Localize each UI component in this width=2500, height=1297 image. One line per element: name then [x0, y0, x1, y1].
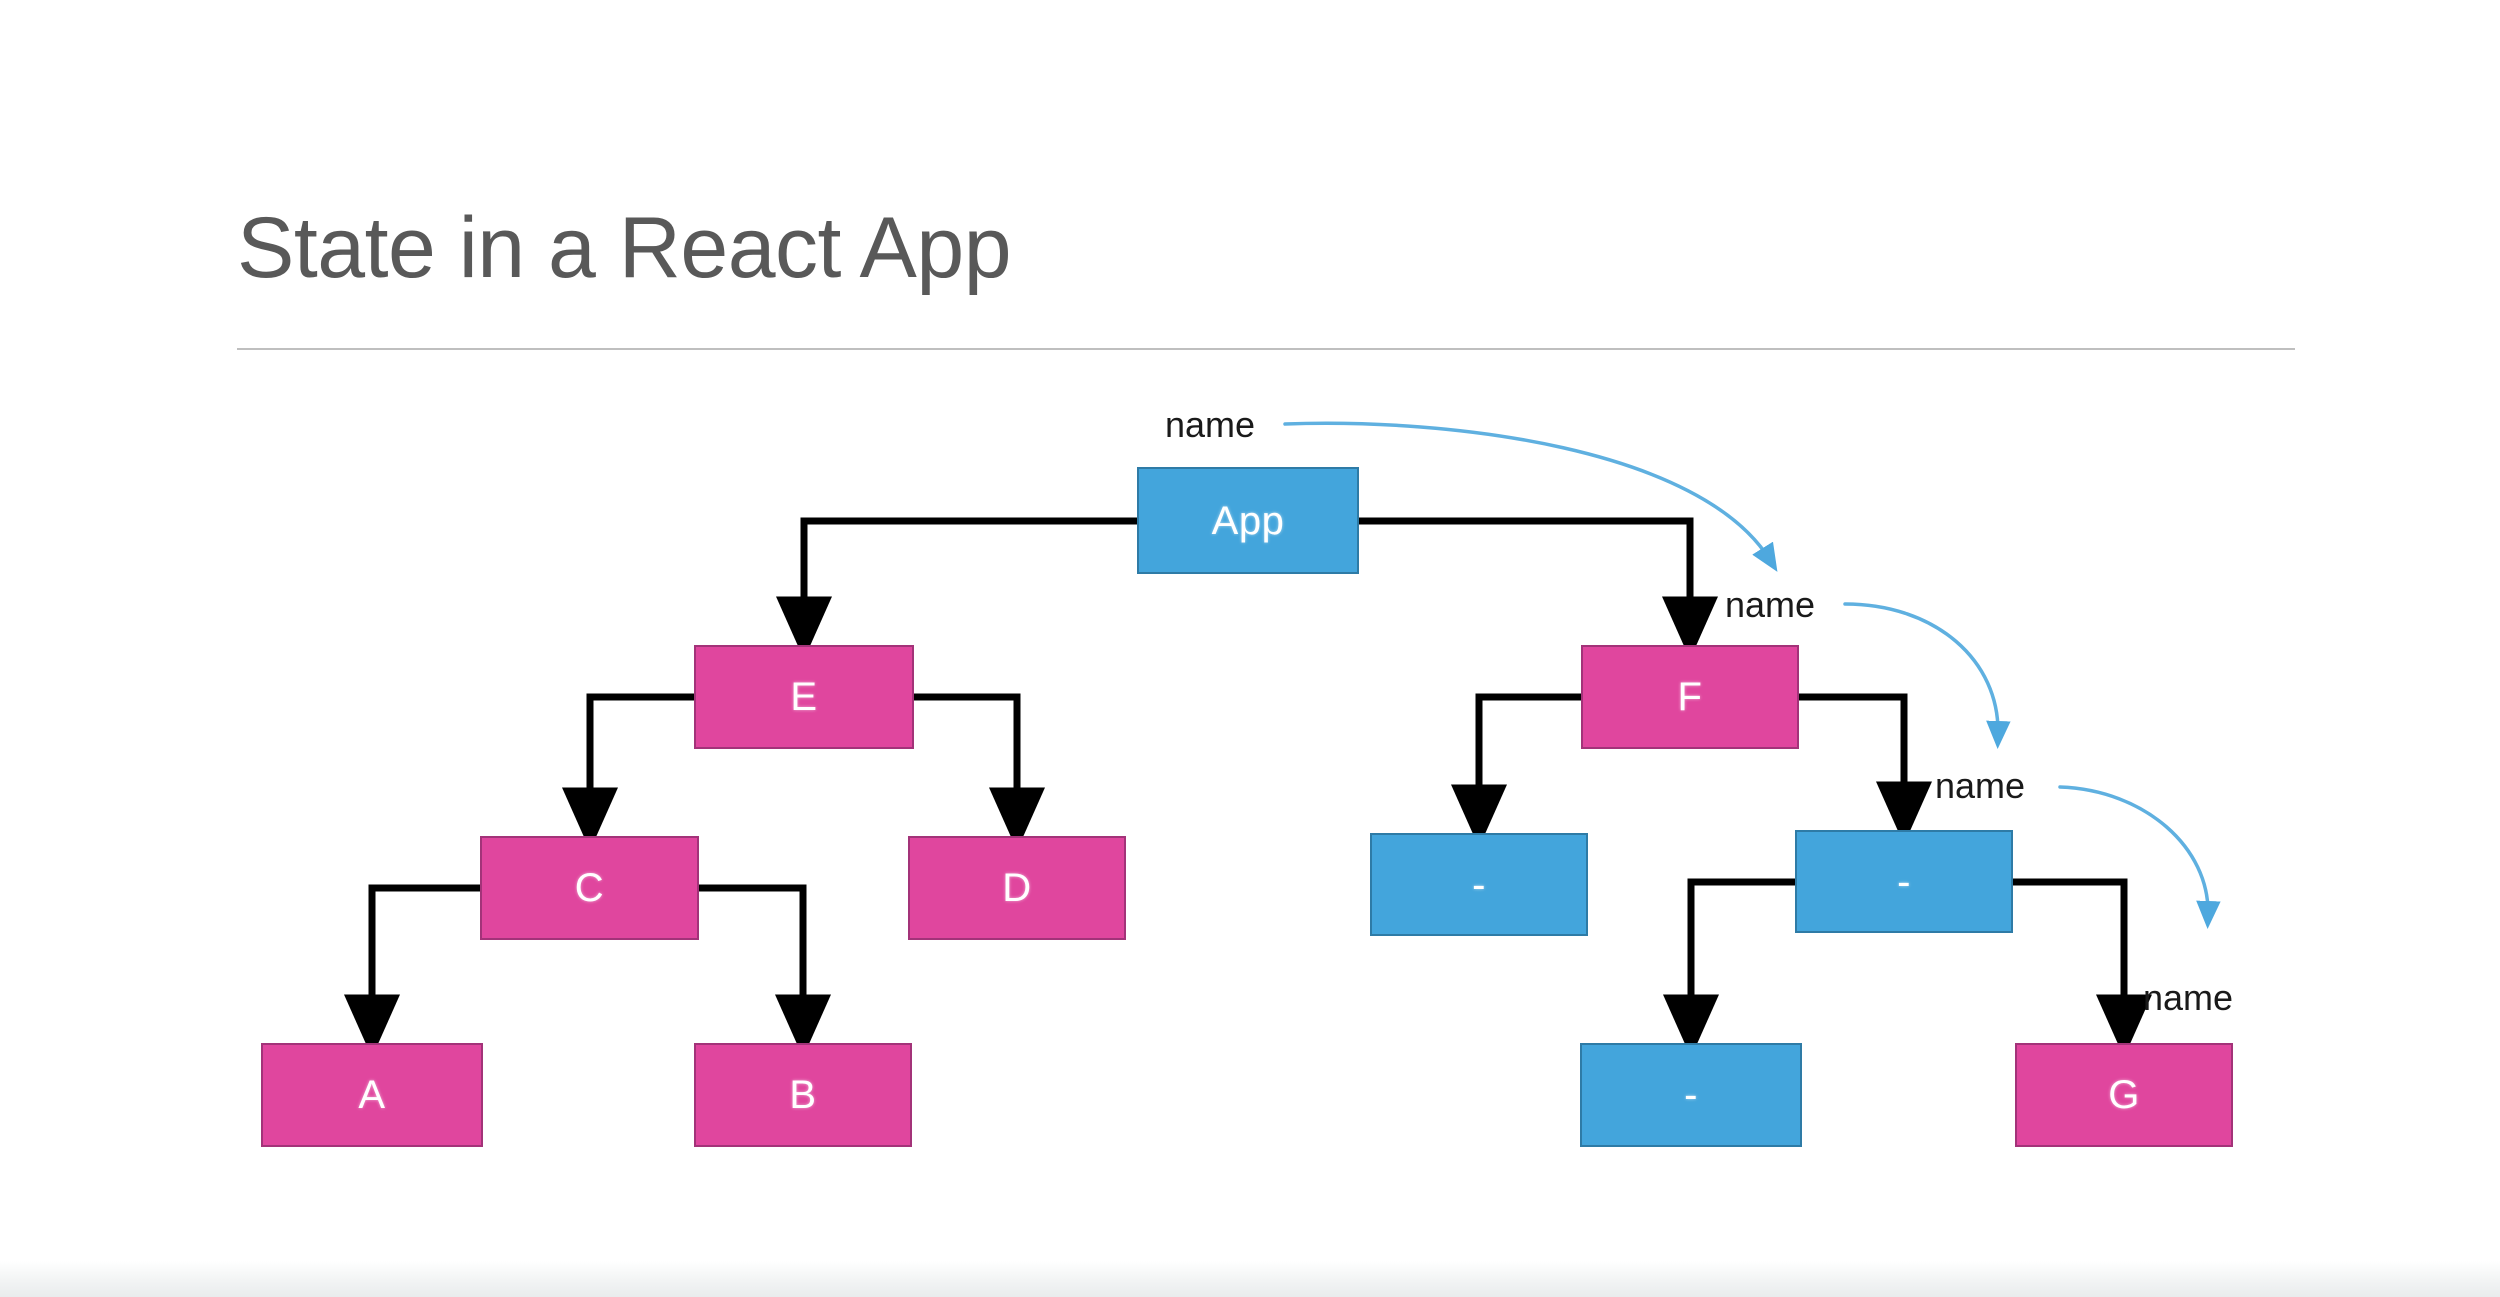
node-label: D: [1002, 866, 1032, 910]
edge-app-e: [776, 517, 1137, 660]
node-f-right-left-child[interactable]: -: [1580, 1043, 1802, 1147]
node-label: A: [358, 1073, 386, 1117]
node-label: -: [1897, 859, 1911, 904]
node-a[interactable]: A: [261, 1043, 483, 1147]
edge-fr-frl: [1663, 878, 1795, 1058]
page-title: State in a React App: [237, 200, 1012, 296]
edge-c-b: [699, 884, 831, 1058]
prop-label-name-2: name: [1725, 584, 1816, 625]
slide-bottom-edge: [0, 1261, 2500, 1297]
prop-arrow-3: [2058, 785, 2221, 929]
node-app[interactable]: App: [1137, 467, 1359, 574]
prop-label-name-4: name: [2143, 977, 2234, 1018]
prop-label-name-1: name: [1165, 404, 1256, 445]
edge-c-a: [344, 884, 480, 1058]
edge-f-fr: [1799, 693, 1932, 845]
edge-fr-g: [2013, 878, 2152, 1058]
node-e[interactable]: E: [694, 645, 914, 749]
node-label: App: [1211, 498, 1285, 543]
edge-f-fl: [1451, 693, 1581, 848]
node-label: F: [1677, 675, 1703, 719]
node-d[interactable]: D: [908, 836, 1126, 940]
node-label: E: [790, 675, 818, 719]
node-label: -: [1472, 862, 1486, 907]
title-divider: [237, 348, 2295, 350]
node-label: G: [2108, 1073, 2140, 1117]
node-g[interactable]: G: [2015, 1043, 2233, 1147]
prop-label-name-3: name: [1935, 765, 2026, 806]
edge-e-c: [562, 693, 694, 851]
node-label: B: [789, 1073, 817, 1117]
node-f[interactable]: F: [1581, 645, 1799, 749]
node-f-right-child[interactable]: -: [1795, 830, 2013, 933]
node-label: -: [1684, 1073, 1698, 1117]
edge-e-d: [914, 693, 1045, 851]
node-c[interactable]: C: [480, 836, 699, 940]
node-label: C: [574, 866, 605, 910]
node-b[interactable]: B: [694, 1043, 912, 1147]
edge-app-f: [1359, 517, 1718, 660]
prop-arrow-1: [1283, 421, 1778, 572]
prop-arrow-2: [1843, 602, 2011, 749]
node-f-left-child[interactable]: -: [1370, 833, 1588, 936]
